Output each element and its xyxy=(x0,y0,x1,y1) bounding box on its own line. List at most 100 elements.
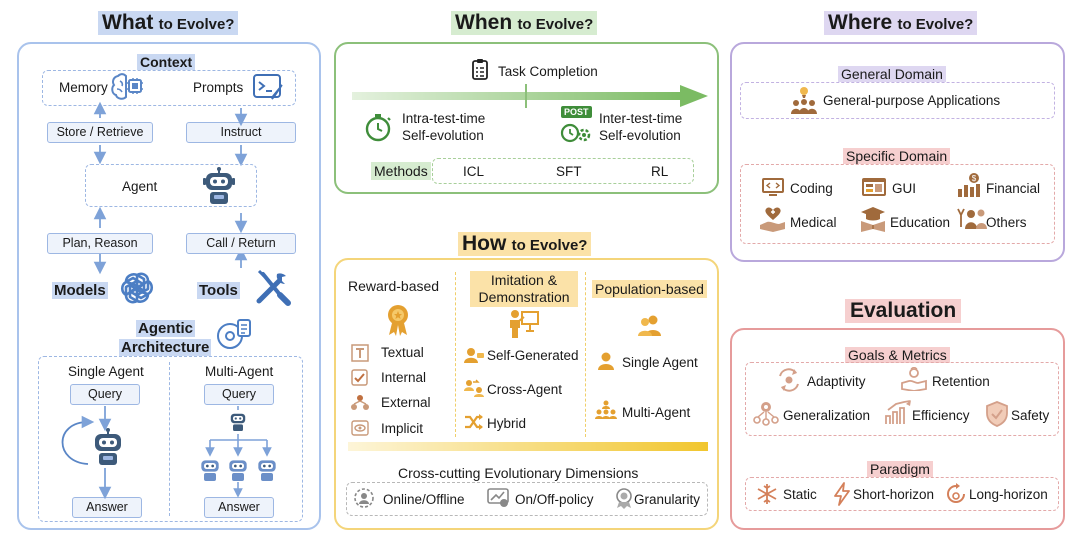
prompts-label: Prompts xyxy=(193,80,244,95)
dimension-on-off-policy: On/Off-policy xyxy=(515,492,594,507)
stopwatch-icon xyxy=(364,112,394,147)
retention-icon xyxy=(901,366,927,396)
single-robot-icon xyxy=(90,428,126,471)
granularity-icon xyxy=(613,487,635,514)
population-based-label: Population-based xyxy=(592,280,707,298)
method-icl: ICL xyxy=(463,164,485,179)
imitation-label-2: Demonstration xyxy=(478,289,570,305)
metric-retention: Retention xyxy=(932,374,990,389)
specific-item-financial: Financial xyxy=(986,181,1041,196)
imitation-item-cross-agent: Cross-Agent xyxy=(487,382,563,397)
methods-box xyxy=(432,158,694,184)
agent-box xyxy=(85,164,257,207)
specific-domain-box xyxy=(740,164,1055,244)
when-panel xyxy=(334,42,719,194)
column-divider-1 xyxy=(455,272,456,437)
intra-self-evolution-label: Self-evolution xyxy=(402,128,484,143)
general-purpose-applications-label: General-purpose Applications xyxy=(823,93,1001,108)
timeline-arrow xyxy=(352,84,708,108)
specific-item-education: Education xyxy=(890,215,951,230)
plan-reason-box: Plan, Reason xyxy=(47,233,153,254)
methods-label: Methods xyxy=(371,162,431,180)
medical-icon xyxy=(759,207,787,238)
metric-adaptivity: Adaptivity xyxy=(807,374,866,389)
single-query-box: Query xyxy=(70,384,140,405)
implicit-eye-icon xyxy=(351,420,369,441)
multi-robot-center-icon xyxy=(226,456,250,487)
teacher-icon xyxy=(507,309,539,344)
dimensions-box xyxy=(346,482,708,516)
goals-metrics-box xyxy=(745,362,1059,436)
where-panel xyxy=(730,42,1065,262)
context-label: Context xyxy=(137,54,196,70)
single-answer-box: Answer xyxy=(72,497,142,518)
column-divider-2 xyxy=(585,272,586,437)
method-sft: SFT xyxy=(556,164,582,179)
group-icon xyxy=(637,315,663,342)
single-agent-label: Single Agent xyxy=(68,364,144,379)
multi-query-box: Query xyxy=(204,384,274,405)
metric-safety: Safety xyxy=(1011,408,1050,423)
prompt-terminal-icon xyxy=(252,73,286,106)
single-agent-person-icon xyxy=(598,352,614,375)
multi-robot-right-icon xyxy=(255,456,279,487)
cross-cutting-label: Cross-cutting Evolutionary Dimensions xyxy=(398,465,639,481)
post-badge: POST xyxy=(561,106,592,118)
paradigm-static: Static xyxy=(783,487,817,502)
paradigm-label: Paradigm xyxy=(867,461,933,477)
paradigm-long-horizon: Long-horizon xyxy=(969,487,1048,502)
evaluation-panel xyxy=(730,328,1065,530)
inter-self-evolution-label: Self-evolution xyxy=(599,128,681,143)
gui-icon xyxy=(861,177,887,202)
what-panel xyxy=(17,42,321,530)
what-title: What to Evolve? xyxy=(98,11,239,35)
gear-clock-icon xyxy=(560,120,592,149)
agentic-architecture-label-1: Agentic xyxy=(136,320,196,337)
reward-item-external: External xyxy=(381,395,431,410)
robot-icon xyxy=(201,167,237,210)
brain-icon xyxy=(110,72,144,107)
memory-label: Memory xyxy=(59,80,108,95)
architecture-divider xyxy=(169,362,170,516)
award-medal-icon xyxy=(385,303,411,342)
how-gradient-bar xyxy=(348,442,708,451)
multi-agent-label: Multi-Agent xyxy=(205,364,274,379)
others-people-icon xyxy=(956,207,988,234)
reward-item-implicit: Implicit xyxy=(381,421,424,436)
store-retrieve-box: Store / Retrieve xyxy=(47,122,153,143)
clipboard-icon xyxy=(471,58,489,85)
agent-label: Agent xyxy=(122,179,158,194)
general-domain-label: General Domain xyxy=(838,66,946,82)
openai-logo-icon xyxy=(118,269,156,312)
dimension-online-offline: Online/Offline xyxy=(383,492,465,507)
reward-item-textual: Textual xyxy=(381,345,424,360)
on-off-policy-icon xyxy=(487,487,511,514)
single-agent-flow xyxy=(61,406,112,500)
task-completion-label: Task Completion xyxy=(498,64,598,79)
reward-item-internal: Internal xyxy=(381,370,427,385)
metric-efficiency: Efficiency xyxy=(912,408,970,423)
multi-top-robot-icon xyxy=(228,410,248,437)
shuffle-icon xyxy=(464,414,484,435)
call-return-box: Call / Return xyxy=(186,233,296,254)
evaluation-title: Evaluation xyxy=(845,299,962,323)
specific-domain-label: Specific Domain xyxy=(843,148,951,164)
multi-agent-hierarchy-icon xyxy=(595,400,617,425)
online-offline-icon xyxy=(353,487,377,514)
financial-icon: $ xyxy=(956,172,984,203)
efficiency-icon xyxy=(884,400,912,431)
paradigm-box xyxy=(745,477,1059,511)
tools-label: Tools xyxy=(197,282,240,299)
self-generated-icon xyxy=(464,347,484,368)
multi-agent-flow xyxy=(205,406,272,498)
generalization-icon xyxy=(753,400,779,431)
how-panel xyxy=(334,258,719,530)
context-box xyxy=(42,70,296,106)
population-item-single-agent: Single Agent xyxy=(622,355,698,370)
static-snowflake-icon xyxy=(756,483,778,510)
intra-test-time-label: Intra-test-time xyxy=(402,111,486,126)
when-title: When to Evolve? xyxy=(451,11,598,35)
goals-metrics-label: Goals & Metrics xyxy=(845,347,950,363)
method-rl: RL xyxy=(651,164,669,179)
internal-icon xyxy=(351,369,369,392)
